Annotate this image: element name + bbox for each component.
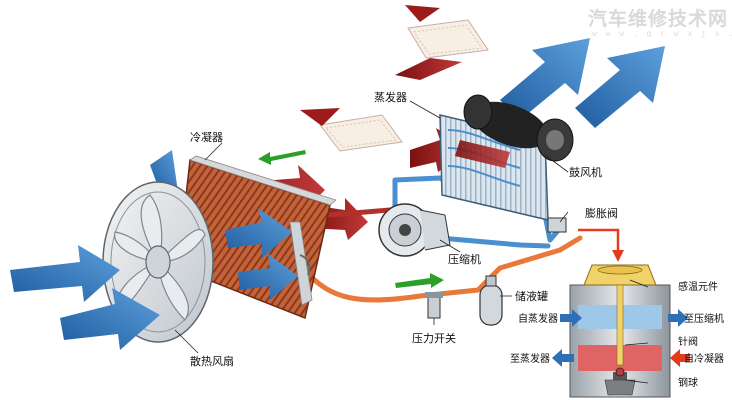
cold-air-arrows-fan — [10, 245, 160, 350]
pressure-switch — [425, 292, 443, 319]
expansion-valve-detail — [569, 264, 671, 398]
expansion-valve-label: 膨胀阀 — [585, 206, 618, 220]
steel-ball-label: 钢球 — [678, 376, 698, 389]
evaporator-label: 蒸发器 — [374, 90, 407, 104]
expansion-valve — [547, 217, 567, 233]
sensing-element-label: 感温元件 — [678, 280, 718, 293]
compressor — [378, 203, 451, 257]
watermark-url: w w w . q c w x j s . c o m — [592, 29, 732, 38]
flow-direction-arrows — [258, 150, 444, 288]
pressure-switch-label: 压力开关 — [412, 331, 456, 345]
from-condenser-label: 自冷凝器 — [684, 352, 724, 365]
receiver-drier-label: 储液罐 — [515, 289, 548, 303]
cold-air-arrows-condenser — [150, 150, 298, 300]
to-evaporator-label: 至蒸发器 — [510, 352, 550, 365]
condenser-label: 冷凝器 — [190, 130, 223, 144]
blower-label: 鼓风机 — [569, 165, 602, 179]
cold-air-arrows-top — [500, 38, 665, 128]
cooling-fan-label: 散热风扇 — [190, 354, 234, 368]
watermark-title: 汽车维修技术网 — [588, 7, 728, 30]
air-filter-middle — [300, 108, 403, 152]
compressor-label: 压缩机 — [448, 252, 481, 266]
air-filter-top — [395, 5, 489, 80]
leader-lines — [174, 100, 649, 384]
detail-pointer-arrow — [578, 228, 624, 262]
receiver-drier — [479, 275, 503, 326]
to-compressor-label: 至压缩机 — [684, 312, 724, 325]
valve-flow-arrows — [552, 309, 690, 367]
needle-valve-label: 针阀 — [678, 335, 698, 348]
blower — [463, 94, 574, 162]
from-evaporator-label: 自蒸发器 — [518, 312, 558, 325]
